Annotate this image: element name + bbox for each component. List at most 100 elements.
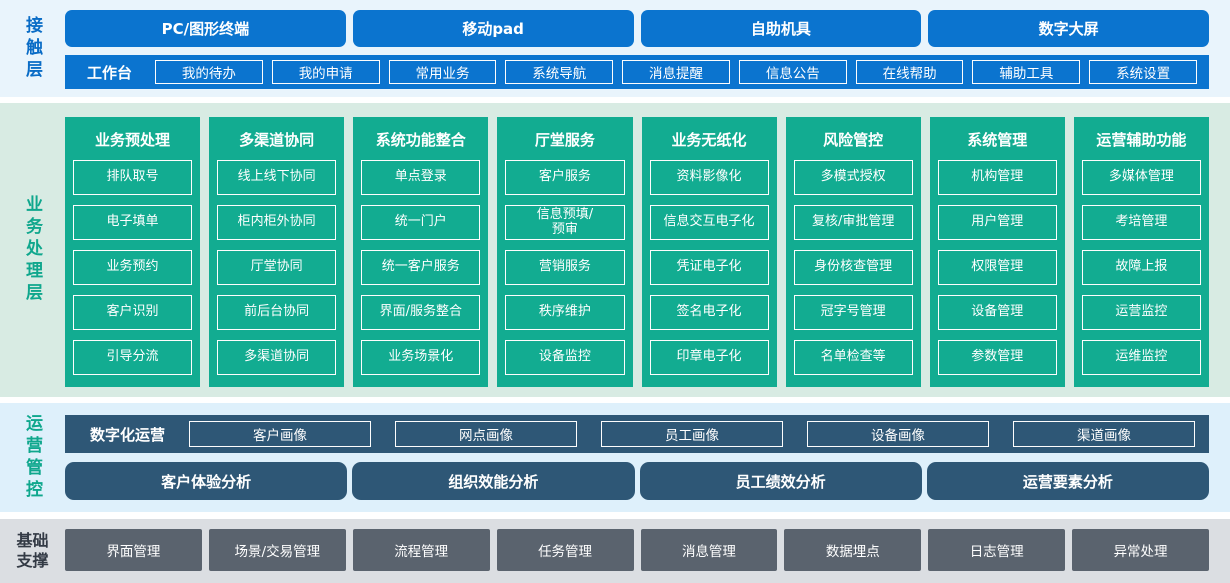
node-org-mgmt: 机构管理 xyxy=(937,160,1057,195)
node-ops-factor-analysis: 运营要素分析 xyxy=(926,462,1209,500)
business-columns: 业务预处理 排队取号 电子填单 业务预约 客户识别 引导分流 多渠道协同 线上线… xyxy=(65,117,1209,387)
node-front-back-collab: 前后台协同 xyxy=(217,295,337,330)
ops-layer-content: 数字化运营 客户画像 网点画像 员工画像 设备画像 渠道画像 客户体验分析 组织… xyxy=(65,403,1209,512)
node-permission-mgmt: 权限管理 xyxy=(937,250,1057,285)
column-title: 多渠道协同 xyxy=(239,131,315,149)
node-queue-ticket: 排队取号 xyxy=(73,160,193,195)
terminal-pad: 移动pad xyxy=(352,10,634,47)
contact-layer-label: 接触层 xyxy=(22,15,42,82)
node-training-mgmt: 考培管理 xyxy=(1081,205,1201,240)
node-customer-experience-analysis: 客户体验分析 xyxy=(65,462,348,500)
workbench-item-online-help: 在线帮助 xyxy=(855,60,964,84)
node-signature-electronic: 签名电子化 xyxy=(649,295,769,330)
node-customer-identify: 客户识别 xyxy=(73,295,193,330)
node-e-form: 电子填单 xyxy=(73,205,193,240)
node-business-scenario: 业务场景化 xyxy=(361,340,481,375)
node-guide-divert: 引导分流 xyxy=(73,340,193,375)
base-layer-band: 基础 支撑 界面管理 场景/交易管理 流程管理 任务管理 消息管理 数据埋点 日… xyxy=(0,517,1230,583)
workbench-bar: 工作台 我的待办 我的申请 常用业务 系统导航 消息提醒 信息公告 在线帮助 辅… xyxy=(65,55,1209,89)
node-review-approval: 复核/审批管理 xyxy=(793,205,913,240)
business-layer-gutter: 业务处理层 xyxy=(0,103,65,397)
node-lobby-collab: 厅堂协同 xyxy=(217,250,337,285)
node-seal-electronic: 印章电子化 xyxy=(649,340,769,375)
ops-layer-band: 运营管控 数字化运营 客户画像 网点画像 员工画像 设备画像 渠道画像 客户体验… xyxy=(0,403,1230,512)
column-risk-control: 风险管控 多模式授权 复核/审批管理 身份核查管理 冠字号管理 名单检查等 xyxy=(785,117,921,387)
ops-layer-label: 运营管控 xyxy=(22,413,42,502)
node-ui-service-integration: 界面/服务整合 xyxy=(361,295,481,330)
column-title: 系统管理 xyxy=(967,131,1028,149)
node-sso: 单点登录 xyxy=(361,160,481,195)
node-employee-profile: 员工画像 xyxy=(601,421,784,447)
node-unified-customer-service: 统一客户服务 xyxy=(361,250,481,285)
node-multimedia-mgmt: 多媒体管理 xyxy=(1081,160,1201,195)
node-order-keeping: 秩序维护 xyxy=(505,295,625,330)
node-voucher-electronic: 凭证电子化 xyxy=(649,250,769,285)
node-scenario-transaction-mgmt: 场景/交易管理 xyxy=(208,529,346,571)
node-multimode-authorization: 多模式授权 xyxy=(793,160,913,195)
node-log-mgmt: 日志管理 xyxy=(928,529,1066,571)
terminal-pc: PC/图形终端 xyxy=(65,10,346,47)
node-list-check: 名单检查等 xyxy=(793,340,913,375)
column-title: 业务预处理 xyxy=(95,131,171,149)
node-ui-mgmt: 界面管理 xyxy=(65,529,202,571)
workbench-item-navigation: 系统导航 xyxy=(505,60,614,84)
contact-layer-content: PC/图形终端 移动pad 自助机具 数字大屏 工作台 我的待办 我的申请 常用… xyxy=(65,0,1209,97)
node-exception-handling: 异常处理 xyxy=(1072,529,1209,571)
workbench-label: 工作台 xyxy=(87,63,133,82)
node-identity-verification: 身份核查管理 xyxy=(793,250,913,285)
business-layer-band: 业务处理层 业务预处理 排队取号 电子填单 业务预约 客户识别 引导分流 多渠道… xyxy=(0,103,1230,397)
column-title: 运营辅助功能 xyxy=(1096,131,1187,149)
column-title: 系统功能整合 xyxy=(375,131,466,149)
column-ops-aux: 运营辅助功能 多媒体管理 考培管理 故障上报 运营监控 运维监控 xyxy=(1073,117,1209,387)
node-customer-service: 客户服务 xyxy=(505,160,625,195)
column-multichannel-collab: 多渠道协同 线上线下协同 柜内柜外协同 厅堂协同 前后台协同 多渠道协同 xyxy=(209,117,345,387)
node-info-exchange-electronic: 信息交互电子化 xyxy=(649,205,769,240)
base-layer-label: 基础 支撑 xyxy=(16,531,49,570)
node-device-profile: 设备画像 xyxy=(807,421,990,447)
terminal-row: PC/图形终端 移动pad 自助机具 数字大屏 xyxy=(65,10,1209,47)
base-row: 界面管理 场景/交易管理 流程管理 任务管理 消息管理 数据埋点 日志管理 异常… xyxy=(65,529,1209,571)
node-marketing-service: 营销服务 xyxy=(505,250,625,285)
base-layer-content: 界面管理 场景/交易管理 流程管理 任务管理 消息管理 数据埋点 日志管理 异常… xyxy=(65,519,1209,583)
node-org-efficiency-analysis: 组织效能分析 xyxy=(352,462,635,500)
workbench-item-announcements: 信息公告 xyxy=(738,60,847,84)
analysis-row: 客户体验分析 组织效能分析 员工绩效分析 运营要素分析 xyxy=(65,462,1209,500)
business-layer-label: 业务处理层 xyxy=(22,195,42,305)
column-title: 业务无纸化 xyxy=(671,131,747,149)
workbench-item-tools: 辅助工具 xyxy=(972,60,1081,84)
contact-layer-gutter: 接触层 xyxy=(0,0,65,97)
contact-layer-band: 接触层 PC/图形终端 移动pad 自助机具 数字大屏 工作台 我的待办 我的申… xyxy=(0,0,1230,97)
node-om-monitor: 运维监控 xyxy=(1081,340,1201,375)
workbench-item-settings: 系统设置 xyxy=(1089,60,1198,84)
node-ops-monitor: 运营监控 xyxy=(1081,295,1201,330)
column-system-integration: 系统功能整合 单点登录 统一门户 统一客户服务 界面/服务整合 业务场景化 xyxy=(353,117,489,387)
node-prefill-preaudit: 信息预填/ 预审 xyxy=(505,205,625,240)
base-layer-gutter: 基础 支撑 xyxy=(0,519,65,583)
node-unified-portal: 统一门户 xyxy=(361,205,481,240)
node-customer-profile: 客户画像 xyxy=(189,421,372,447)
workbench-item-reminders: 消息提醒 xyxy=(622,60,730,84)
node-multichannel: 多渠道协同 xyxy=(217,340,337,375)
ops-layer-gutter: 运营管控 xyxy=(0,403,65,512)
terminal-self-service: 自助机具 xyxy=(640,10,922,47)
business-layer-content: 业务预处理 排队取号 电子填单 业务预约 客户识别 引导分流 多渠道协同 线上线… xyxy=(65,103,1209,397)
node-channel-profile: 渠道画像 xyxy=(1013,421,1196,447)
column-system-mgmt: 系统管理 机构管理 用户管理 权限管理 设备管理 参数管理 xyxy=(929,117,1065,387)
node-device-mgmt: 设备管理 xyxy=(937,295,1057,330)
node-fault-report: 故障上报 xyxy=(1081,250,1201,285)
node-process-mgmt: 流程管理 xyxy=(352,529,490,571)
node-task-mgmt: 任务管理 xyxy=(496,529,634,571)
node-appointment: 业务预约 xyxy=(73,250,193,285)
node-serial-number-mgmt: 冠字号管理 xyxy=(793,295,913,330)
node-user-mgmt: 用户管理 xyxy=(937,205,1057,240)
column-title: 风险管控 xyxy=(823,131,884,149)
digital-ops-bar: 数字化运营 客户画像 网点画像 员工画像 设备画像 渠道画像 xyxy=(65,415,1209,453)
node-employee-performance-analysis: 员工绩效分析 xyxy=(639,462,922,500)
digital-ops-label: 数字化运营 xyxy=(90,425,166,444)
workbench-item-applications: 我的申请 xyxy=(271,60,380,84)
node-branch-profile: 网点画像 xyxy=(395,421,578,447)
column-paperless: 业务无纸化 资料影像化 信息交互电子化 凭证电子化 签名电子化 印章电子化 xyxy=(641,117,777,387)
node-device-monitor: 设备监控 xyxy=(505,340,625,375)
workbench-item-common-business: 常用业务 xyxy=(388,60,497,84)
terminal-big-screen: 数字大屏 xyxy=(928,10,1209,47)
